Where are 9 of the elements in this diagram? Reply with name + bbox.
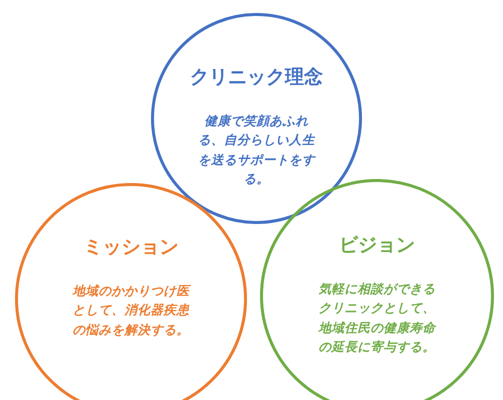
circle-body-text: 健康で笑顔あふれる、自分らしい人生を送るサポートをする。 (197, 112, 317, 188)
circle (15, 183, 247, 400)
circle-heading: クリニック理念 (190, 66, 323, 89)
circle-body-text: 地域のかかりつけ医として、消化器疾患の悩みを解決する。 (72, 282, 192, 339)
circle (151, 13, 362, 224)
circle-heading: ミッション (84, 236, 178, 259)
circle (260, 179, 494, 400)
circle-body-text: 気軽に相談ができるクリニックとして、地域住民の健康寿命の延長に寄与する。 (318, 280, 438, 356)
circle-heading: ビジョン (339, 234, 415, 257)
